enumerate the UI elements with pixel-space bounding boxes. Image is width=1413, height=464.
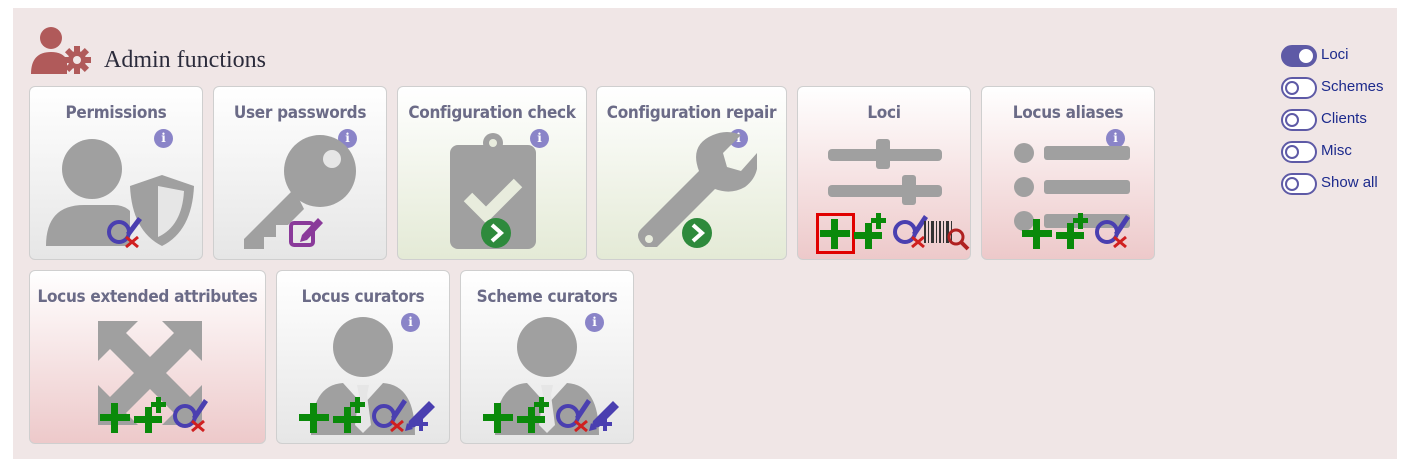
batch-add-icon[interactable] [854, 213, 888, 249]
toggle-switch[interactable] [1281, 141, 1317, 163]
toggle-switch[interactable] [1281, 109, 1317, 131]
tile-locus-aliases[interactable]: Locus aliases i [981, 86, 1155, 260]
batch-add-icon[interactable] [517, 397, 551, 433]
tile-scheme-curators[interactable]: Scheme curators i [460, 270, 634, 444]
info-icon[interactable]: i [1106, 129, 1125, 148]
toggle-switch[interactable] [1281, 173, 1317, 195]
add-icon[interactable] [820, 219, 850, 249]
query-delete-icon[interactable] [1092, 209, 1132, 249]
toggle-switch[interactable] [1281, 45, 1317, 67]
expand-arrows-icon [98, 321, 202, 425]
info-icon[interactable]: i [585, 313, 604, 332]
query-delete-icon[interactable] [890, 209, 930, 249]
tile-loci[interactable]: Loci [797, 86, 971, 260]
toggle-label: Schemes [1321, 78, 1384, 95]
toggle-label: Show all [1321, 174, 1378, 191]
tile-permissions[interactable]: Permissions i [29, 86, 203, 260]
tile-locus-extended-attributes[interactable]: Locus extended attributes [29, 270, 266, 444]
tile-configuration-repair[interactable]: Configuration repair i [596, 86, 787, 260]
query-delete-icon[interactable] [369, 393, 409, 433]
batch-edit-icon[interactable] [403, 397, 439, 433]
wrench-icon [638, 132, 757, 247]
go-arrow-icon[interactable] [480, 217, 512, 249]
tile-user-passwords[interactable]: User passwords i [213, 86, 387, 260]
info-icon[interactable]: i [530, 129, 549, 148]
tile-label: Loci [867, 103, 901, 123]
query-delete-icon[interactable] [170, 393, 210, 433]
edit-icon[interactable] [288, 215, 324, 249]
toggle-label: Clients [1321, 110, 1367, 127]
tile-label: Scheme curators [476, 287, 618, 307]
clipboard-check-icon [450, 133, 536, 249]
tile-locus-curators[interactable]: Locus curators i [276, 270, 450, 444]
barcode-search-icon[interactable] [924, 221, 970, 251]
tile-label: Locus aliases [1012, 103, 1124, 123]
tile-label: Locus curators [301, 287, 425, 307]
go-arrow-icon[interactable] [681, 217, 713, 249]
info-icon[interactable]: i [154, 129, 173, 148]
admin-user-gear-icon [31, 27, 91, 74]
batch-add-icon[interactable] [333, 397, 367, 433]
sliders-icon [828, 139, 942, 205]
add-icon[interactable] [483, 403, 513, 433]
tile-label: User passwords [233, 103, 367, 123]
toggle-label: Loci [1321, 46, 1349, 63]
query-delete-icon[interactable] [104, 213, 144, 249]
info-icon[interactable]: i [401, 313, 420, 332]
toggle-switch[interactable] [1281, 77, 1317, 99]
batch-add-icon[interactable] [134, 397, 168, 433]
batch-add-icon[interactable] [1056, 213, 1090, 249]
page-title: Admin functions [104, 47, 266, 73]
key-icon [244, 135, 356, 249]
add-icon[interactable] [299, 403, 329, 433]
admin-panel: Admin functions Permissions i User passw… [13, 8, 1397, 459]
query-delete-icon[interactable] [553, 393, 593, 433]
tile-label: Configuration check [408, 103, 576, 123]
tile-label: Locus extended attributes [37, 287, 258, 307]
tile-label: Configuration repair [606, 103, 777, 123]
tile-configuration-check[interactable]: Configuration check i [397, 86, 587, 260]
add-icon[interactable] [1022, 219, 1052, 249]
add-icon[interactable] [100, 403, 130, 433]
batch-edit-icon[interactable] [587, 397, 623, 433]
tile-label: Permissions [65, 103, 167, 123]
selection-highlight [816, 213, 855, 254]
toggle-label: Misc [1321, 142, 1352, 159]
